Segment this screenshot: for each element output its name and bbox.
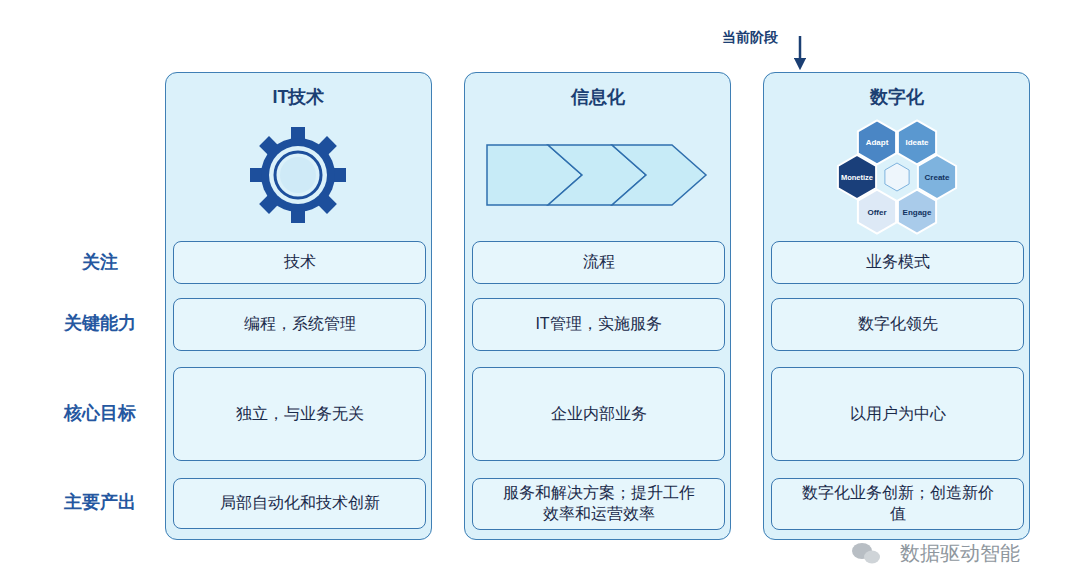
hexagon-label: Engage [903, 207, 932, 216]
row-label: 主要产出 [64, 490, 136, 514]
attribute-box: 数字化领先 [771, 298, 1024, 351]
attribute-text: 技术 [284, 252, 316, 273]
attribute-box: 业务模式 [771, 241, 1024, 284]
attribute-box: 以用户为中心 [771, 367, 1024, 461]
hexagon-label: Ideate [905, 138, 928, 147]
attribute-box: 编程，系统管理 [173, 298, 426, 351]
attribute-text: 独立，与业务无关 [236, 404, 364, 425]
stage-title: 信息化 [465, 85, 730, 109]
attribute-box: 技术 [173, 241, 426, 284]
attribute-box: 独立，与业务无关 [173, 367, 426, 461]
panel-ground [464, 72, 731, 540]
attribute-text: 数字化业务创新；创造新价 值 [797, 483, 999, 525]
process-chevrons [487, 145, 706, 205]
panel-ground [165, 72, 432, 540]
hexagon [838, 155, 876, 199]
attribute-text: 服务和解决方案；提升工作 效率和运营效率 [498, 483, 700, 525]
attribute-box: 局部自动化和技术创新 [173, 478, 426, 529]
attribute-text: 流程 [583, 252, 615, 273]
attribute-text: 企业内部业务 [551, 404, 647, 425]
hexagon-label: Create [925, 173, 950, 182]
attribute-text: 业务模式 [866, 252, 930, 273]
gear-icon [250, 127, 346, 223]
hexagon-label: Adapt [866, 138, 889, 147]
hexagon [898, 190, 936, 234]
row-label: 关键能力 [64, 311, 136, 335]
attribute-text: 数字化领先 [858, 314, 938, 335]
stage-label: 当前阶段 [722, 29, 778, 47]
stage-panel: IT技术技术编程，系统管理独立，与业务无关局部自动化和技术创新 [165, 72, 432, 540]
row-label: 关注 [82, 250, 118, 274]
attribute-box: 数字化业务创新；创造新价 值 [771, 478, 1024, 530]
stage-panel: 数字化业务模式数字化领先以用户为中心数字化业务创新；创造新价 值 [763, 72, 1030, 540]
watermark: 数据驱动智能 [900, 540, 1020, 567]
attribute-box: IT管理，实施服务 [472, 298, 725, 351]
attribute-box: 企业内部业务 [472, 367, 725, 461]
attribute-box: 服务和解决方案；提升工作 效率和运营效率 [472, 478, 725, 530]
attribute-box: 流程 [472, 241, 725, 284]
stage-arrow [799, 36, 802, 64]
stage-title: IT技术 [166, 85, 431, 109]
attribute-text: IT管理，实施服务 [535, 314, 661, 335]
panel-ground [763, 72, 1030, 540]
stage-title: 数字化 [764, 85, 1029, 109]
hexagon-center [885, 163, 909, 191]
stage-panel: 信息化流程 IT管理，实施服务企业内部业务服务和解决方案；提升工作 效率和运营效率 [464, 72, 731, 540]
attribute-text: 以用户为中心 [850, 404, 946, 425]
row-label: 核心目标 [64, 401, 136, 425]
watermark-icon [852, 543, 880, 564]
hexagon-label: Monetize [841, 173, 873, 182]
attribute-text: 编程，系统管理 [244, 314, 356, 335]
attribute-text: 局部自动化和技术创新 [220, 493, 380, 514]
hexagon-cycle [838, 120, 956, 233]
hexagon-label: Offer [867, 207, 886, 216]
